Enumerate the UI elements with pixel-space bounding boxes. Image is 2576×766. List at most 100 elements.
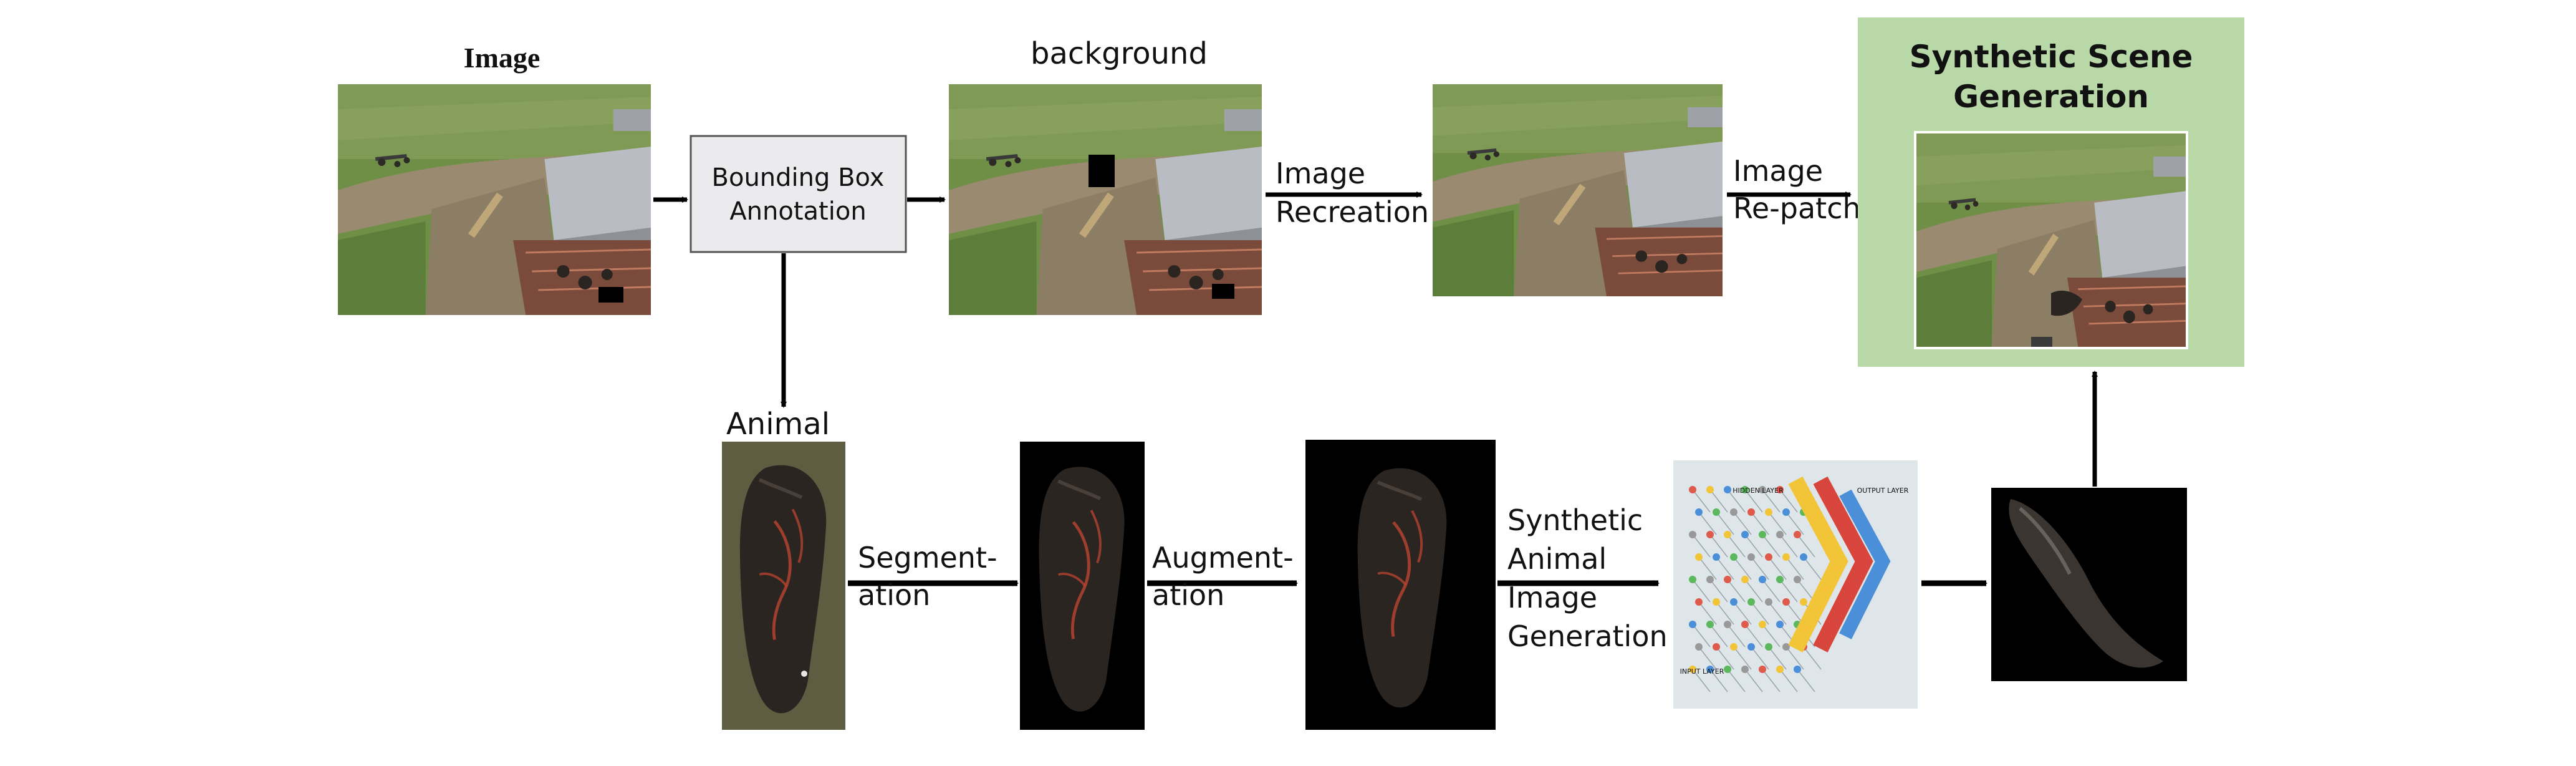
nn-node — [1724, 621, 1731, 628]
nn-connection — [1698, 601, 1717, 625]
nn-node — [1724, 531, 1731, 538]
nn-node — [1759, 621, 1766, 628]
synthetic-scene-image — [1914, 131, 2188, 349]
nn-connection — [1692, 534, 1711, 558]
nn-connection — [1768, 556, 1787, 580]
nn-connection — [1692, 669, 1711, 692]
nn-node — [1689, 576, 1696, 583]
nn-node — [1759, 531, 1766, 538]
nn-connection — [1709, 579, 1728, 603]
synthetic-animal-label-line3: Image — [1507, 581, 1597, 614]
nn-node — [1741, 666, 1749, 673]
nn-connection — [1744, 534, 1763, 558]
nn-connection — [1762, 489, 1781, 513]
nn-node — [1747, 553, 1755, 561]
nn-node — [1776, 486, 1784, 493]
nn-node — [1800, 598, 1807, 606]
nn-node — [1765, 553, 1772, 561]
nn-node — [1759, 576, 1766, 583]
nn-connection — [1779, 534, 1798, 558]
nn-node — [1713, 553, 1720, 561]
nn-node — [1706, 531, 1714, 538]
nn-connection — [1698, 556, 1717, 580]
image-repatch-label-line1: Image — [1733, 154, 1823, 188]
background-farm-image — [949, 84, 1262, 315]
nn-connection — [1762, 534, 1781, 558]
nn-node — [1741, 531, 1749, 538]
nn-node — [1794, 531, 1801, 538]
nn-connection — [1733, 556, 1752, 580]
nn-connection — [1751, 511, 1769, 535]
nn-connection — [1785, 511, 1804, 535]
nn-node — [1794, 576, 1801, 583]
nn-node — [1782, 553, 1790, 561]
nn-node — [1747, 508, 1755, 516]
nn-node — [1782, 598, 1790, 606]
nn-connection — [1744, 579, 1763, 603]
nn-connection — [1716, 511, 1734, 535]
nn-node — [1800, 553, 1807, 561]
segmentation-label-line1: Segment- — [858, 541, 997, 574]
nn-connection — [1762, 669, 1781, 692]
nn-connection — [1797, 669, 1815, 692]
nn-connection — [1733, 646, 1752, 670]
nn-connection — [1779, 579, 1798, 603]
nn-connection — [1698, 646, 1717, 670]
nn-node — [1730, 508, 1737, 516]
nn-connection — [1727, 579, 1746, 603]
image-recreation-label-line2: Recreation — [1276, 195, 1429, 229]
nn-connection — [1733, 511, 1752, 535]
segmented-animal-image — [1020, 442, 1145, 730]
nn-node — [1689, 486, 1696, 493]
nn-node — [1759, 666, 1766, 673]
nn-node — [1724, 666, 1731, 673]
nn-connection — [1709, 534, 1728, 558]
nn-connection — [1692, 624, 1711, 647]
nn-node — [1765, 508, 1772, 516]
animal-crop-image — [722, 442, 845, 730]
nn-input-layer-label: INPUT LAYER — [1680, 667, 1724, 676]
synthetic-scene-title-line2: Generation — [1953, 79, 2149, 115]
image-title: Image — [464, 42, 541, 74]
nn-connection — [1779, 669, 1798, 692]
background-title: background — [1031, 36, 1208, 71]
nn-node — [1776, 621, 1784, 628]
synthetic-animal-label-line4: Generation — [1507, 619, 1668, 653]
nn-connection — [1803, 556, 1822, 580]
nn-node — [1747, 598, 1755, 606]
nn-connection — [1727, 624, 1746, 647]
nn-connection — [1709, 489, 1728, 513]
nn-node — [1741, 486, 1749, 493]
image-repatch-label-line2: Re-patch — [1733, 192, 1861, 225]
nn-connection — [1751, 556, 1769, 580]
nn-node — [1724, 576, 1731, 583]
nn-node — [1713, 643, 1720, 651]
nn-connection — [1768, 511, 1787, 535]
nn-node — [1689, 666, 1696, 673]
nn-connection — [1727, 489, 1746, 513]
nn-node — [1759, 486, 1766, 493]
nn-node — [1730, 553, 1737, 561]
nn-connection — [1762, 624, 1781, 647]
nn-node — [1741, 576, 1749, 583]
nn-node — [1782, 508, 1790, 516]
nn-node — [1765, 598, 1772, 606]
nn-connection — [1744, 669, 1763, 692]
synthetic-animal-output-image — [1991, 488, 2187, 681]
nn-node — [1747, 643, 1755, 651]
nn-node — [1765, 643, 1772, 651]
nn-node — [1782, 643, 1790, 651]
nn-node — [1730, 598, 1737, 606]
nn-node — [1695, 643, 1703, 651]
nn-connection — [1751, 601, 1769, 625]
bbox-label-line1: Bounding Box — [712, 163, 885, 192]
neural-network-illustration: HIDDEN LAYER OUTPUT LAYER INPUT LAYER — [1673, 460, 1918, 709]
nn-node — [1706, 576, 1714, 583]
nn-node — [1706, 621, 1714, 628]
nn-connection — [1727, 669, 1746, 692]
augmented-animal-image — [1305, 440, 1496, 730]
nn-node — [1794, 666, 1801, 673]
nn-node — [1713, 598, 1720, 606]
nn-node — [1776, 576, 1784, 583]
